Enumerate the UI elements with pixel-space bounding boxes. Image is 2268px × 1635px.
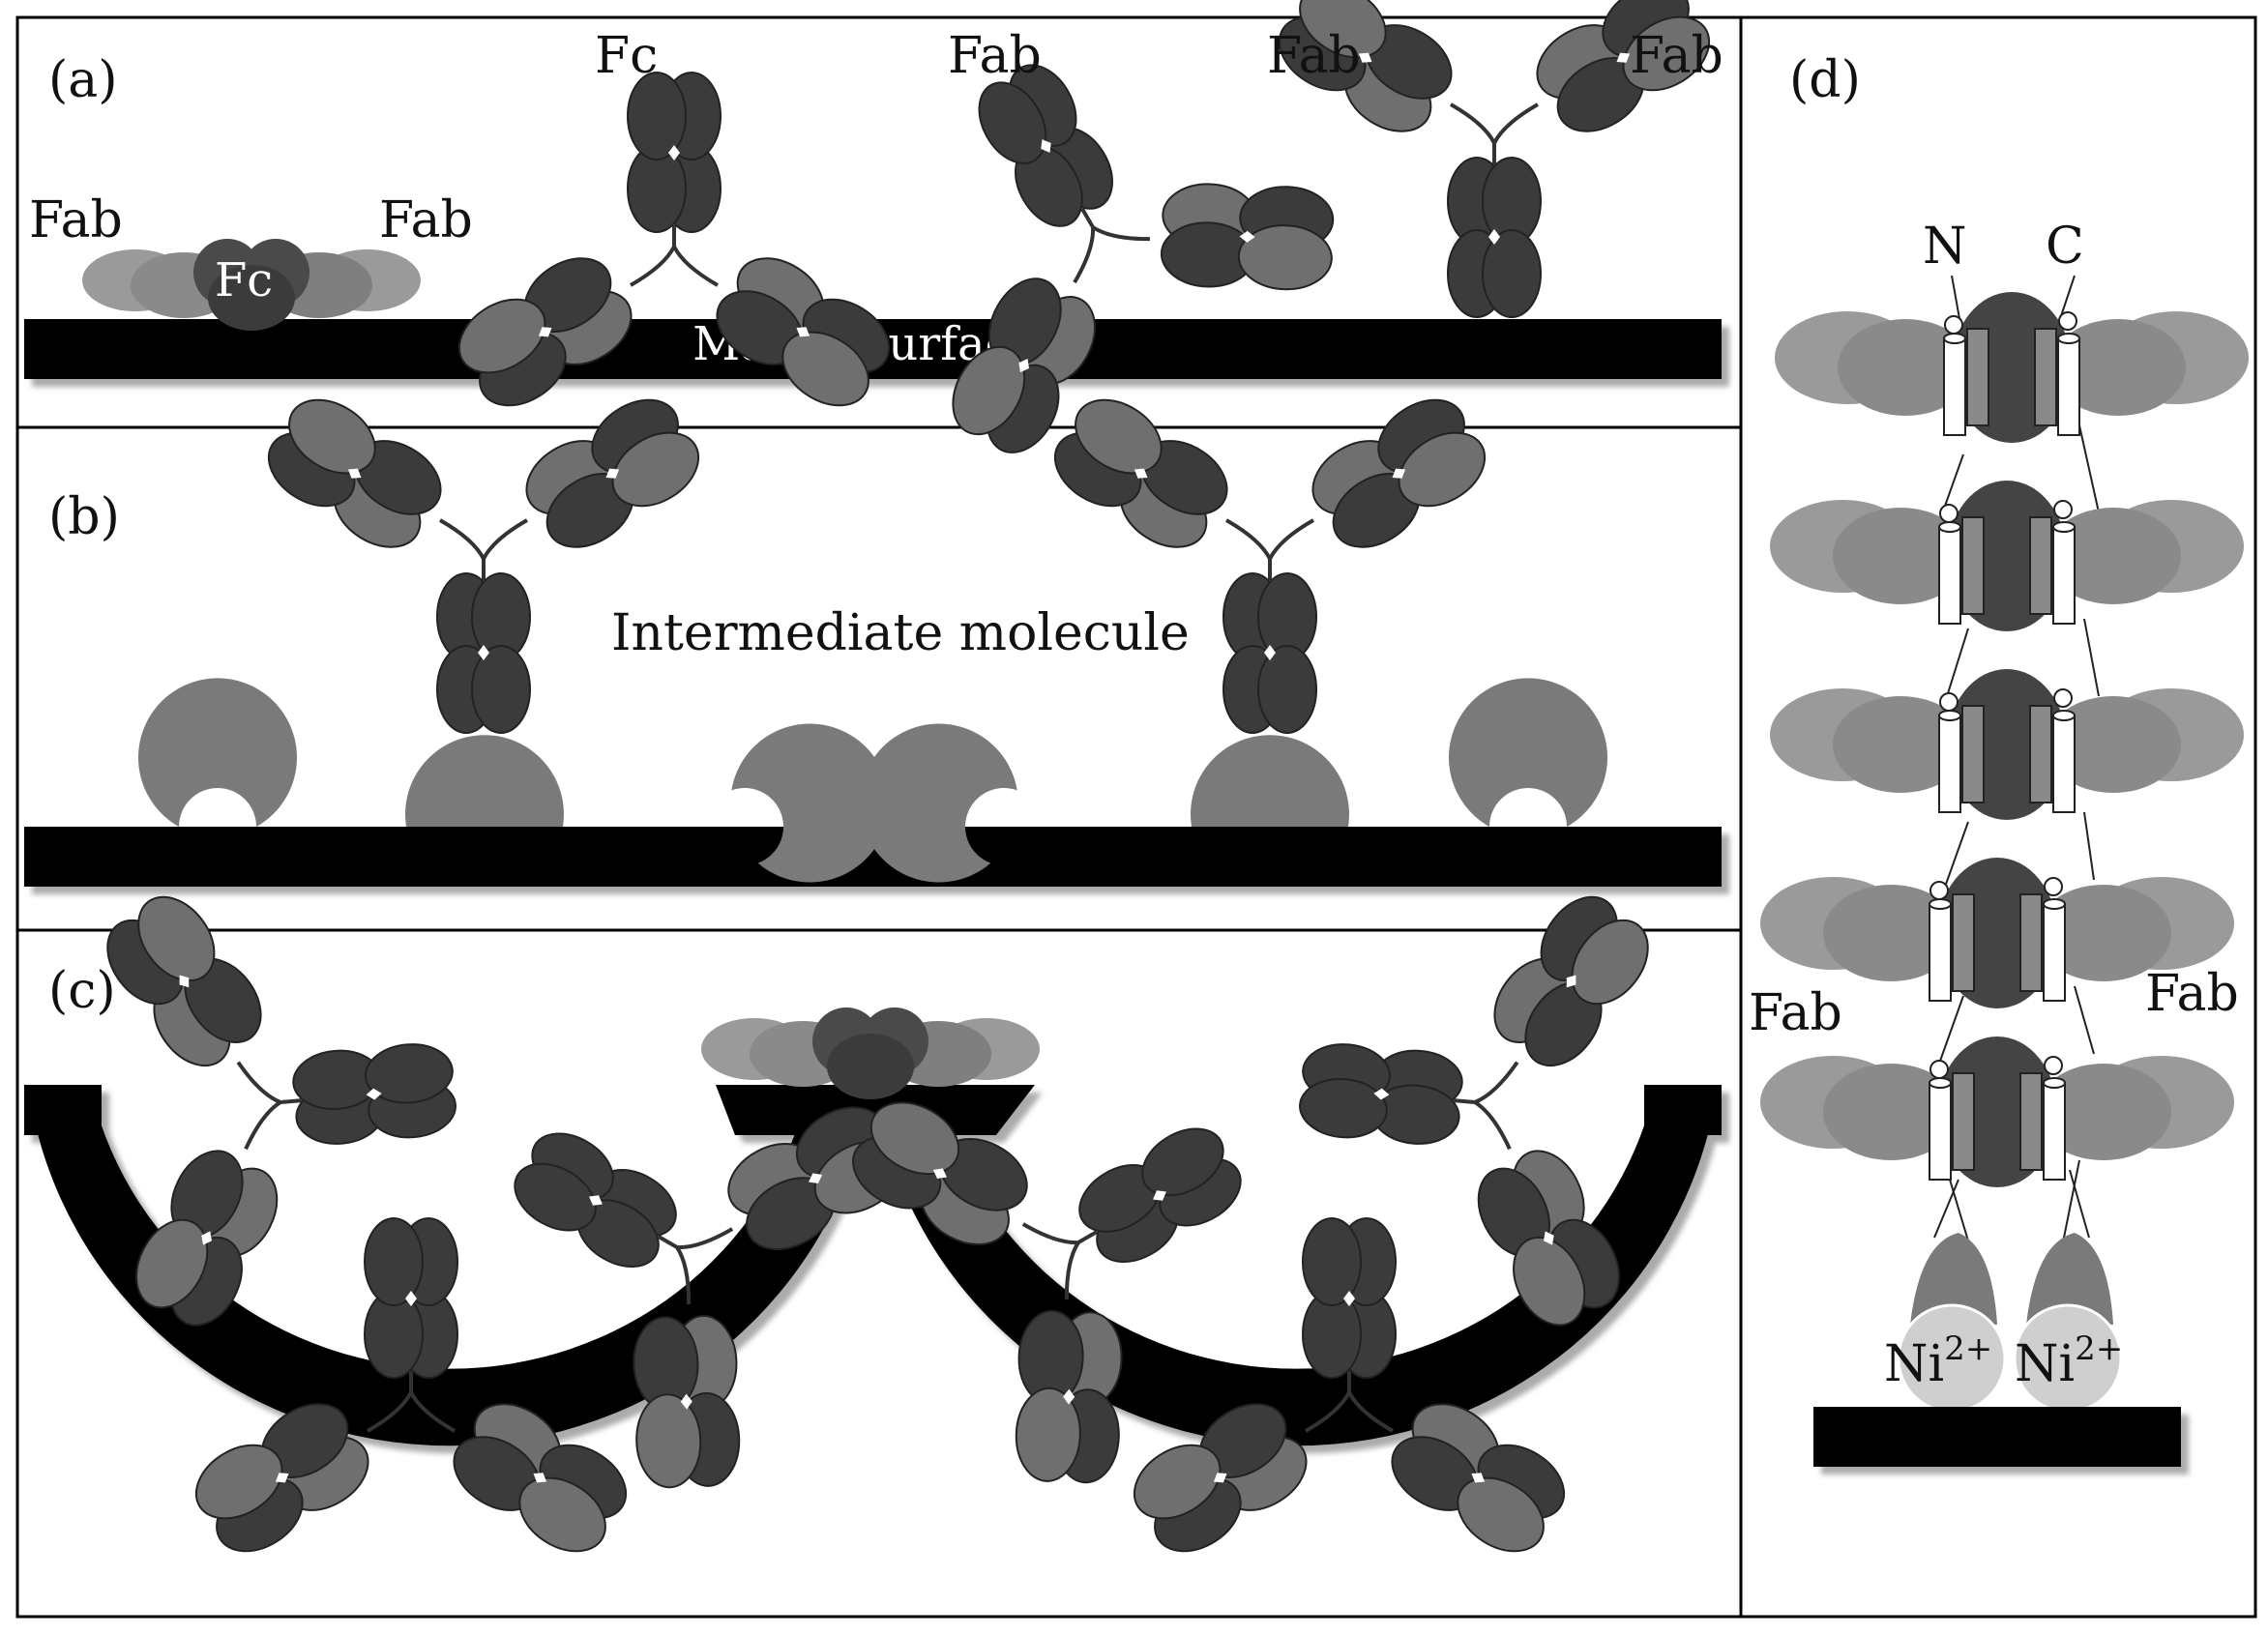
intermediate-molecule-label: Intermediate molecule	[611, 604, 1190, 662]
fc-label-top: Fc	[595, 27, 658, 85]
fab-label-flat-left: Fab	[29, 191, 123, 249]
fab-label-d-left: Fab	[1749, 984, 1842, 1042]
ni-label-left: Ni2+	[1884, 1329, 1992, 1393]
fab-label-top: Fab	[948, 27, 1042, 85]
fab-assembly-1	[1774, 291, 2250, 444]
c-terminus-label: C	[2046, 218, 2084, 276]
panel-d: (d) N C Fab Fab Ni2+ Ni2+	[1749, 51, 2250, 1467]
receptor-6	[1449, 678, 1607, 827]
ni-label-right: Ni2+	[2015, 1329, 2123, 1393]
fab-assembly-2	[1769, 480, 2245, 632]
matrix-surface-d	[1813, 1407, 2181, 1467]
fab-label-upright-right: Fab	[1630, 27, 1723, 85]
panel-b-label: (b)	[48, 488, 120, 546]
panel-d-label: (d)	[1789, 51, 1861, 109]
figure-frame	[15, 15, 2257, 1619]
panel-a-label: (a)	[48, 51, 118, 109]
panel-c-label: (c)	[48, 962, 116, 1020]
antibody-bound-2	[1042, 385, 1498, 733]
c-terminus-pointer	[2059, 275, 2076, 320]
linker-chains	[1933, 424, 2100, 1258]
his-tag-right	[2013, 1233, 2123, 1414]
antibody-bound-1	[255, 385, 712, 733]
fab-label-upright-left: Fab	[1267, 27, 1361, 85]
his-tag-left	[1897, 1233, 2007, 1414]
panel-a: (a) Matrix surface Fab Fab Fc Fc Fab Fab…	[24, 0, 1723, 492]
fc-label-flat: Fc	[215, 253, 273, 307]
fab-assembly-5	[1759, 1036, 2235, 1188]
fab-label-d-right: Fab	[2145, 965, 2239, 1023]
receptor-1	[138, 678, 297, 827]
n-terminus-label: N	[1923, 218, 1967, 276]
fab-label-flat-right: Fab	[379, 191, 473, 249]
panel-c: (c)	[24, 860, 1722, 1566]
fab-assembly-3	[1769, 668, 2245, 821]
panel-b: (b) Intermediate molecule	[24, 385, 1722, 902]
